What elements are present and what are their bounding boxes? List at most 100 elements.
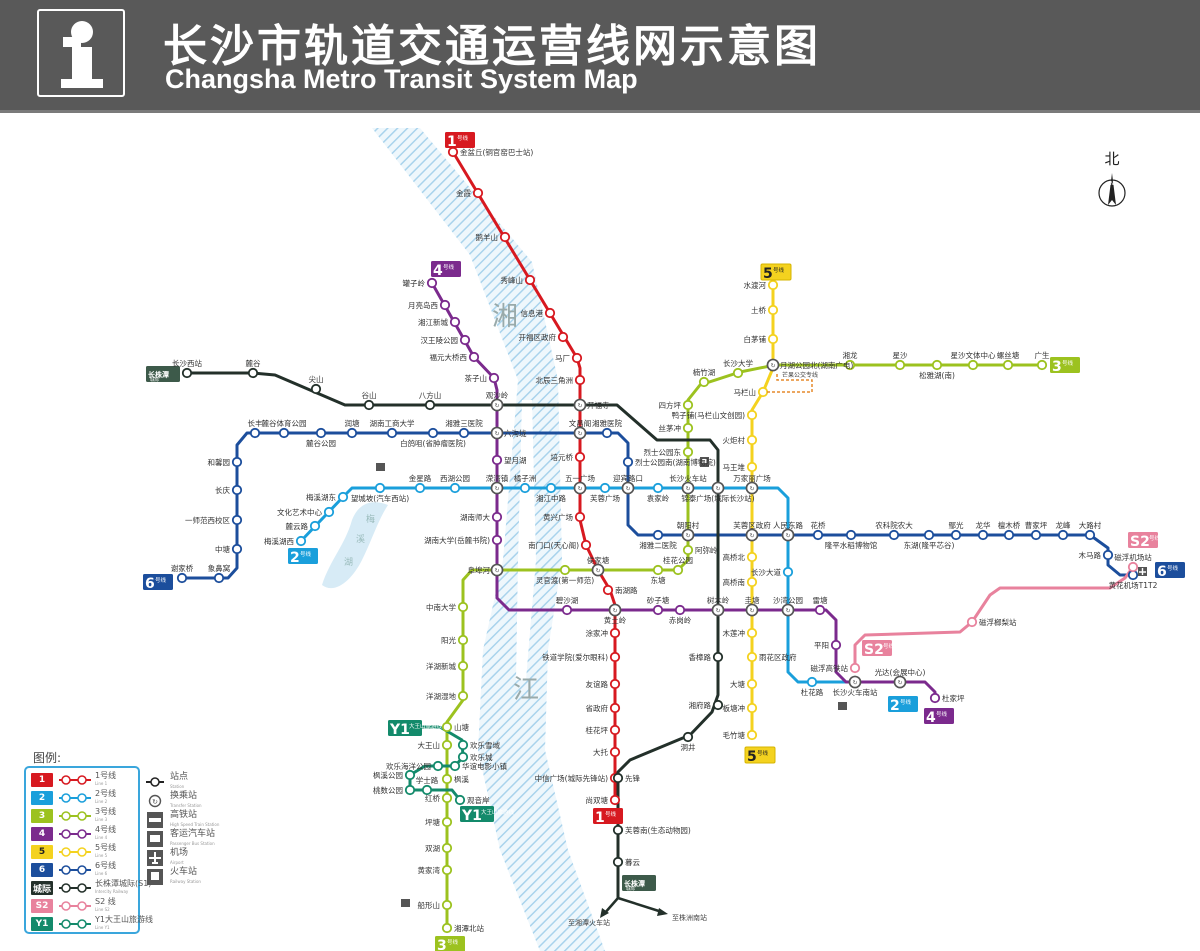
station-icon[interactable] [519, 482, 531, 494]
station-label[interactable]: 芙蓉南(生态动物园) [625, 825, 691, 835]
station-label[interactable]: 麓谷公园 [306, 438, 336, 448]
station-label[interactable]: 杜花路 [801, 687, 824, 697]
station-icon[interactable] [421, 784, 433, 796]
station-label[interactable]: 暮云 [625, 857, 640, 867]
station-label[interactable]: 枫溪 [454, 774, 469, 784]
station-icon[interactable] [1002, 359, 1014, 371]
station-label[interactable]: 万家丽广场 [733, 473, 771, 483]
station-label[interactable]: 星沙 [893, 351, 908, 360]
station-icon[interactable] [1084, 529, 1096, 541]
station-label[interactable]: 高桥南 [723, 577, 746, 587]
station-label[interactable]: 望月湖 [504, 455, 527, 465]
station-label[interactable]: 麓云路 [286, 521, 309, 531]
station-label[interactable]: 光达(会展中心) [875, 667, 926, 677]
station-label[interactable]: 灵官渡(第一师范) [536, 575, 594, 585]
station-icon[interactable] [544, 307, 556, 319]
station-icon[interactable] [441, 842, 453, 854]
station-icon[interactable] [682, 544, 694, 556]
station-label[interactable]: 长丰 [248, 418, 263, 428]
station-label[interactable]: 红桥 [425, 793, 440, 803]
station-label[interactable]: 金霞 [456, 188, 471, 198]
station-icon[interactable] [472, 187, 484, 199]
station-icon[interactable] [849, 662, 861, 674]
station-icon[interactable] [966, 616, 978, 628]
station-icon[interactable] [424, 399, 436, 411]
station-label[interactable]: 长沙火车南站 [833, 687, 878, 697]
station-icon[interactable] [571, 352, 583, 364]
station-label[interactable]: 和馨园 [208, 458, 231, 467]
transfer-station-icon[interactable] [621, 481, 635, 495]
station-label[interactable]: 白茅铺 [744, 334, 767, 344]
station-label[interactable]: 朝阳村 [677, 520, 700, 530]
station-label[interactable]: 省政府 [586, 703, 609, 713]
station-label[interactable]: 开福区政府 [519, 332, 557, 342]
station-icon[interactable] [499, 231, 511, 243]
transfer-station-icon[interactable] [711, 481, 725, 495]
station-icon[interactable] [441, 773, 453, 785]
station-label[interactable]: 曹家坪 [1025, 520, 1048, 530]
station-label[interactable]: 楠竹湖 [693, 367, 716, 377]
station-label[interactable]: 湘江中路 [536, 493, 566, 503]
station-label[interactable]: 文昌阁 [569, 418, 592, 428]
station-icon[interactable] [746, 729, 758, 741]
station-icon[interactable] [404, 784, 416, 796]
station-icon[interactable] [652, 564, 664, 576]
station-label[interactable]: 洞井 [681, 742, 696, 752]
station-label[interactable]: 湘府路 [689, 700, 712, 710]
station-icon[interactable] [767, 333, 779, 345]
station-label[interactable]: 金盆丘(铜官窑巴士站) [460, 147, 533, 157]
station-label[interactable]: 桂花公园 [663, 555, 693, 565]
station-icon[interactable] [672, 564, 684, 576]
station-icon[interactable] [488, 372, 500, 384]
station-label[interactable]: 望城坡(汽车西站) [351, 493, 409, 503]
station-label[interactable]: 铁道学院(爱尔眼科) [542, 652, 608, 662]
station-icon[interactable] [712, 699, 724, 711]
transfer-station-icon[interactable] [490, 481, 504, 495]
station-label[interactable]: 黄家湾 [418, 865, 441, 875]
station-label[interactable]: 船形山 [418, 900, 441, 910]
station-label[interactable]: 高桥北 [723, 552, 746, 562]
station-label[interactable]: 沙湾公园 [773, 595, 803, 605]
station-icon[interactable] [278, 427, 290, 439]
station-icon[interactable] [337, 491, 349, 503]
station-icon[interactable] [441, 792, 453, 804]
station-label[interactable]: 丝茅冲 [659, 423, 682, 433]
station-label[interactable]: 中南大学 [426, 602, 456, 612]
station-label[interactable]: 麓谷体育公园 [262, 418, 307, 428]
transfer-station-icon[interactable] [490, 398, 504, 412]
station-label[interactable]: 文化艺术中心 [277, 507, 322, 517]
station-label[interactable]: 马栏山 [734, 387, 757, 397]
station-label[interactable]: 马王堆 [723, 462, 746, 472]
station-label[interactable]: 开福寺 [587, 401, 610, 410]
station-label[interactable]: 阿弥岭 [695, 545, 718, 555]
station-icon[interactable] [1102, 549, 1114, 561]
station-label[interactable]: 东湖(隆平芯谷) [904, 540, 955, 550]
station-label[interactable]: 砂子塘 [647, 595, 670, 605]
station-icon[interactable] [457, 739, 469, 751]
transfer-station-icon[interactable] [781, 603, 795, 617]
transfer-station-icon[interactable] [711, 603, 725, 617]
station-label[interactable]: 水渡河 [744, 280, 767, 290]
station-label[interactable]: 碧沙湖 [556, 595, 579, 605]
station-icon[interactable] [929, 692, 941, 704]
transfer-station-icon[interactable] [573, 481, 587, 495]
station-label[interactable]: 毛竹塘 [723, 730, 746, 740]
station-icon[interactable] [1127, 561, 1139, 573]
station-label[interactable]: 长庆 [215, 485, 230, 495]
station-label[interactable]: 檀木桥 [998, 520, 1021, 530]
station-icon[interactable] [806, 676, 818, 688]
station-label[interactable]: 桂花坪 [586, 725, 609, 735]
station-label[interactable]: 学士路 [416, 775, 439, 785]
station-icon[interactable] [441, 739, 453, 751]
station-label[interactable]: 湖南师大 [460, 512, 490, 522]
station-icon[interactable] [213, 572, 225, 584]
station-label[interactable]: 溁湾镇 [486, 473, 509, 483]
station-icon[interactable] [1003, 529, 1015, 541]
station-label[interactable]: 大路村 [1079, 520, 1102, 530]
station-label[interactable]: 龙峰 [1056, 520, 1072, 530]
station-label[interactable]: 谢家桥 [171, 563, 194, 573]
station-icon[interactable] [812, 529, 824, 541]
station-icon[interactable] [682, 399, 694, 411]
station-label[interactable]: 雨花区政府 [759, 652, 797, 662]
station-icon[interactable] [609, 794, 621, 806]
